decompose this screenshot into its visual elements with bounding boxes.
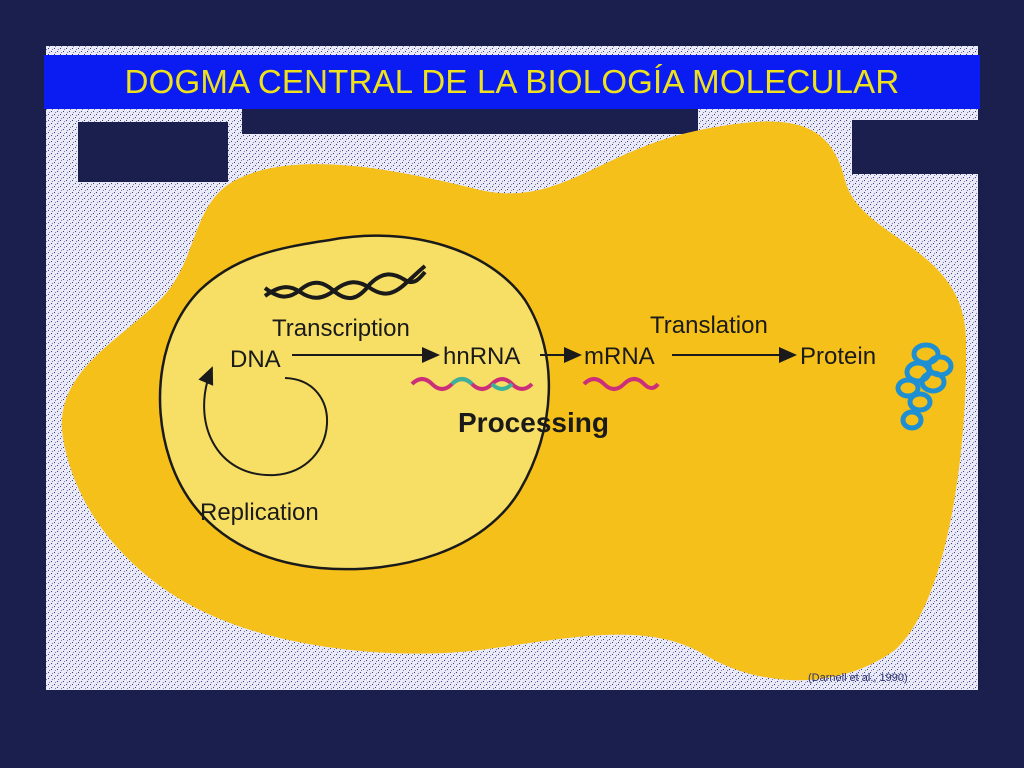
image-credit: (Darnell et al., 1990) [808, 672, 908, 684]
hnrna-intron-segments-icon [450, 377, 514, 391]
label-mrna: mRNA [584, 343, 655, 370]
mrna-strand-icon [582, 377, 660, 391]
dark-block-right [852, 120, 978, 174]
title-bar: DOGMA CENTRAL DE LA BIOLOGÍA MOLECULAR [44, 55, 980, 109]
replication-cycle-arrow [198, 366, 329, 477]
protein-coil-icon [895, 342, 954, 431]
label-processing: Processing [458, 407, 609, 438]
nucleus [158, 234, 551, 571]
slide-title: DOGMA CENTRAL DE LA BIOLOGÍA MOLECULAR [124, 63, 900, 100]
label-protein: Protein [800, 343, 876, 370]
label-transcription: Transcription [272, 315, 410, 342]
label-replication: Replication [200, 499, 319, 526]
label-translation: Translation [650, 312, 768, 339]
dna-helix-icon [263, 264, 427, 301]
dark-strip-top [242, 108, 698, 134]
label-hnrna: hnRNA [443, 343, 520, 370]
label-dna: DNA [230, 346, 281, 373]
dark-block-left [78, 122, 228, 182]
